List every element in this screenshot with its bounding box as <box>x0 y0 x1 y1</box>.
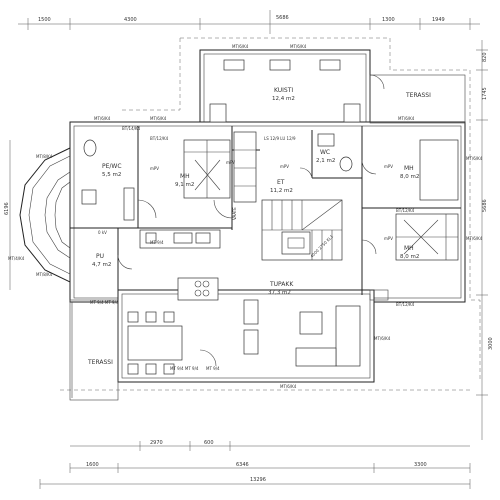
dim-bottom-mid-2: 3300 <box>414 462 427 468</box>
dim-bottom-total: 13296 <box>250 477 266 483</box>
fireplace <box>281 231 311 255</box>
bay-window <box>19 147 71 283</box>
room-pu-area: 4,7 m2 <box>92 262 111 268</box>
label-window-bottom-2: MT/6/K4 <box>280 384 297 389</box>
label-window-bay-2: MT/8/K4 <box>36 272 53 277</box>
dim-bottom-upper-1: 600 <box>204 440 214 446</box>
living-furniture <box>243 299 361 367</box>
label-tag-mpv-3: mPV <box>384 164 393 169</box>
label-tag-mpv-2: mPV <box>280 164 289 169</box>
label-window-bay-1: MT/8/K4 <box>36 154 53 159</box>
left-dimension: 6196 <box>4 140 11 290</box>
dim-bottom-mid-1: 6346 <box>236 462 249 468</box>
label-tag-mpv-4: mPV <box>384 236 393 241</box>
room-mh1-area: 9,1 m2 <box>175 182 194 188</box>
interior-walls <box>70 126 461 295</box>
room-mh1-name: MH <box>180 173 190 180</box>
bed-mh-right-upper <box>419 139 459 201</box>
dim-bottom-mid-0: 1600 <box>86 462 99 468</box>
dim-top-0: 1500 <box>38 17 51 23</box>
label-tag-mpv-5: mPV <box>226 160 235 165</box>
label-door-ikkuna: VAATE <box>232 207 237 220</box>
label-window-bottom-left: MT 9/4 MT 9/4 <box>90 300 119 305</box>
dim-right-2: 5686 <box>482 199 488 212</box>
room-tupakk-area: 37,3 m2 <box>268 290 291 296</box>
label-window-top-left: MT/6/K4 <box>94 116 111 121</box>
label-window-top-mid: MT/6/K4 <box>150 116 167 121</box>
label-window-mh-right2: BT/12/K4 <box>396 302 415 307</box>
bathroom-fixtures <box>81 133 353 221</box>
label-window-pe: BT/14/K4 <box>122 126 141 131</box>
room-pewc-area: 5,5 m2 <box>102 172 121 178</box>
bed-mh-right <box>395 213 459 261</box>
label-window-bottom-1: MT 9/4 MT 9/4 <box>170 366 199 371</box>
bottom-dimension-chains: 2970 600 1600 6346 3300 13296 <box>39 440 471 489</box>
dim-left-0: 6196 <box>4 202 10 215</box>
right-dimension-chain: 820 1745 5686 3000 <box>476 40 494 440</box>
room-wc-area: 2,1 m2 <box>316 158 335 164</box>
room-kuisti-name: KUISTI <box>274 87 293 94</box>
dim-right-1: 1745 <box>482 87 488 100</box>
room-labels: KUISTI 12,4 m2 TERASSI PE/WC 5,5 m2 MH 9… <box>87 87 431 366</box>
label-window-left-side: MT/4/K4 <box>8 256 25 261</box>
label-window-kuisti-door: LS 12/9 LU 12/9 <box>264 136 296 141</box>
label-tag-mpv-1: mPV <box>150 166 159 171</box>
label-tag-pv: 0 kV <box>98 230 107 235</box>
dim-top-1: 4300 <box>124 17 137 23</box>
kitchen <box>139 229 221 301</box>
room-et-name: ET <box>277 179 285 186</box>
label-window-right-side-2: MT/6/K4 <box>466 236 483 241</box>
room-wc-name: WC <box>320 149 330 156</box>
terrace-left <box>69 299 119 401</box>
label-window-kuisti-2: MT/6/K4 <box>290 44 307 49</box>
room-mh2-area: 8,0 m2 <box>400 174 419 180</box>
room-kuisti-area: 12,4 m2 <box>272 96 295 102</box>
room-pu-name: PU <box>96 253 104 260</box>
label-window-mh1: BT/12/K4 <box>150 136 169 141</box>
label-window-right-side-3: MT/6/K4 <box>374 336 391 341</box>
dim-top-4: 1949 <box>432 17 445 23</box>
doors <box>117 74 385 367</box>
label-window-bottom-3: MT 9/4 <box>206 366 220 371</box>
dim-top-3: 1300 <box>382 17 395 23</box>
dim-bottom-upper-0: 2970 <box>150 440 163 446</box>
kuisti-furniture <box>209 59 361 123</box>
room-mh2-name: MH <box>404 165 414 172</box>
dim-top-2: 5686 <box>276 15 289 21</box>
room-pewc-name: PE/WC <box>102 163 122 170</box>
room-terassi-left-name: TERASSI <box>87 359 113 366</box>
room-mh3-name: MH <box>404 245 414 252</box>
room-mh3-area: 8,0 m2 <box>400 254 419 260</box>
room-tupakk-name: TUPAKK <box>269 281 294 288</box>
dim-right-3: 3000 <box>488 337 494 350</box>
label-window-mh-right: BT/12/K4 <box>396 208 415 213</box>
label-window-pu: MT 9/4 <box>150 240 164 245</box>
top-dimension-chain: 1500 4300 5686 1300 1949 <box>18 10 480 34</box>
dim-right-0: 820 <box>482 52 488 62</box>
dining-set <box>127 311 183 375</box>
label-window-top-right: MT/6/K4 <box>398 116 415 121</box>
room-et-area: 11,2 m2 <box>270 188 293 194</box>
bed-mh1 <box>183 139 231 199</box>
wardrobes <box>233 131 257 203</box>
terrace-right <box>369 74 466 124</box>
room-terassi-top-name: TERASSI <box>405 92 431 99</box>
label-window-kuisti-1: MT/6/K4 <box>232 44 249 49</box>
label-window-right-side-1: MT/6/K4 <box>466 156 483 161</box>
